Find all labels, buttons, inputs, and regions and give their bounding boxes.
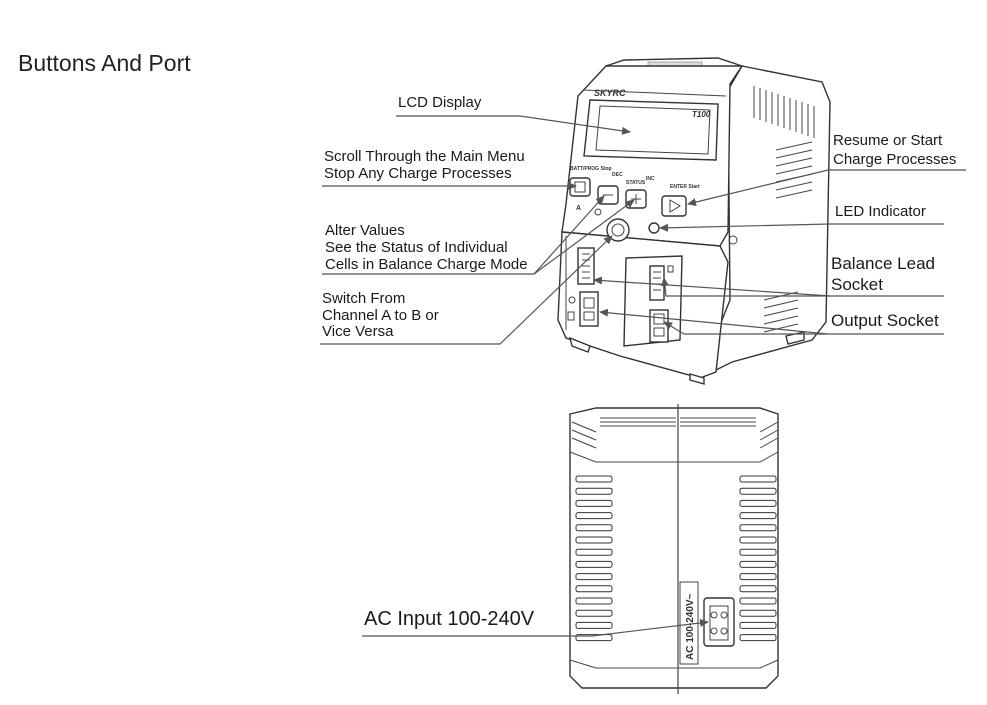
vent-slot (739, 560, 777, 568)
channel-indicator (594, 208, 602, 216)
callout-scroll-stop: Scroll Through the Main Menu Stop Any Ch… (322, 148, 577, 190)
vent-slot (739, 512, 777, 520)
vent-slot (739, 524, 777, 532)
rear-vent-right (739, 475, 777, 642)
callout-led-indicator: LED Indicator (659, 203, 944, 232)
vent-slot (575, 548, 613, 556)
vent-slot (575, 560, 613, 568)
vent-slot (739, 621, 777, 629)
brand-logo: SKYRC (594, 88, 626, 98)
channel-a-label: A (576, 205, 581, 212)
vent-slot (575, 585, 613, 593)
output-socket-a (579, 291, 599, 327)
callout-resume-start: Resume or Start Charge Processes (687, 132, 966, 206)
inc-button[interactable] (625, 189, 647, 209)
vent-slot (575, 597, 613, 605)
vent-slot (575, 573, 613, 581)
svg-text:Balance Lead: Balance Lead (831, 254, 935, 273)
enter-start-label: ENTER Start (670, 184, 700, 190)
svg-text:Scroll Through the Main Menu: Scroll Through the Main Menu (324, 148, 525, 165)
callout-alter-values: Alter Values See the Status of Individua… (322, 195, 635, 275)
battype-stop-button[interactable] (569, 177, 591, 197)
callout-ac-input: AC Input 100-240V (362, 608, 709, 637)
vent-slot (575, 524, 613, 532)
vent-slot (575, 512, 613, 520)
vent-slot (739, 609, 777, 617)
callout-lcd-display: LCD Display (396, 94, 631, 135)
vent-slot (739, 536, 777, 544)
vent-slot (575, 499, 613, 507)
dec-button[interactable] (597, 185, 619, 205)
vent-slot (739, 585, 777, 593)
vent-slot (739, 597, 777, 605)
vent-slot (575, 475, 613, 483)
svg-text:Vice Versa: Vice Versa (322, 323, 394, 340)
callout-switch-channel: Switch From Channel A to B or Vice Versa (320, 235, 613, 345)
svg-text:LED Indicator: LED Indicator (835, 203, 926, 220)
vent-slot (739, 487, 777, 495)
vent-slot (739, 634, 777, 642)
inc-label: INC (646, 176, 655, 182)
vent-slot (575, 487, 613, 495)
svg-text:Alter Values: Alter Values (325, 222, 405, 239)
svg-text:Socket: Socket (831, 275, 883, 294)
vent-slot (575, 536, 613, 544)
svg-text:Resume or Start: Resume or Start (833, 132, 943, 149)
svg-text:Cells in Balance Charge Mode: Cells in Balance Charge Mode (325, 256, 528, 273)
vent-slot (739, 499, 777, 507)
svg-text:Output Socket: Output Socket (831, 311, 939, 330)
rear-vent-left (575, 475, 613, 642)
vent-slot (739, 573, 777, 581)
dec-label: DEC (612, 172, 623, 178)
svg-text:Charge Processes: Charge Processes (833, 151, 956, 168)
svg-text:Stop Any Charge Processes: Stop Any Charge Processes (324, 165, 512, 182)
page-title: Buttons And Port (18, 50, 191, 76)
ac-rear-label: AC 100-240V~ (685, 593, 696, 660)
enter-start-button[interactable] (661, 195, 687, 217)
vent-slot (739, 475, 777, 483)
callout-balance-lead-socket: Balance Lead Socket (593, 254, 944, 297)
led-indicator (648, 222, 660, 234)
charger-front-view: SKYRC T100 BATT/PROG Stop DEC STATUS INC… (557, 57, 831, 385)
status-label: STATUS (626, 180, 646, 186)
callout-output-socket: Output Socket (599, 308, 944, 335)
vent-slot (575, 609, 613, 617)
svg-text:Switch From: Switch From (322, 290, 405, 307)
vent-slot (575, 621, 613, 629)
svg-text:LCD Display: LCD Display (398, 94, 482, 111)
battype-stop-label: BATT/PROG Stop (570, 166, 612, 172)
output-socket-b (649, 309, 669, 343)
balance-socket-b (649, 265, 665, 301)
svg-text:Channel A to B or: Channel A to B or (322, 307, 439, 324)
vent-slot (739, 548, 777, 556)
svg-text:See the Status of Individual: See the Status of Individual (325, 239, 508, 256)
model-label: T100 (692, 110, 711, 119)
svg-text:AC Input 100-240V: AC Input 100-240V (364, 608, 535, 630)
